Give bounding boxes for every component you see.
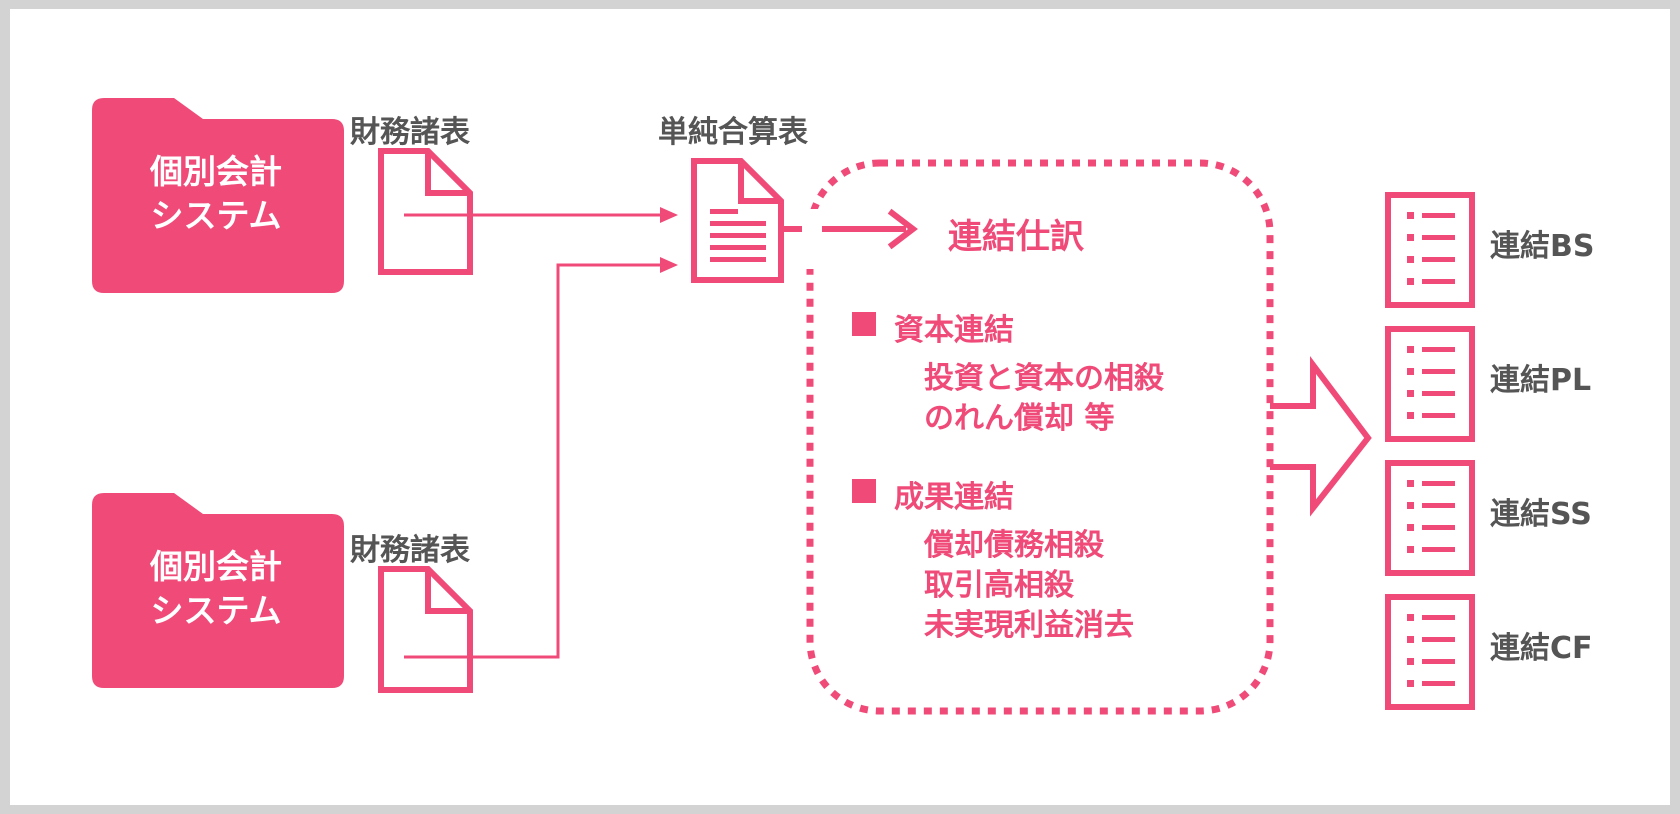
document-lines-icon	[691, 158, 784, 283]
output-label-pl: 連結PL	[1490, 363, 1592, 398]
section-bullet-icon	[852, 312, 876, 336]
system-label: 個別会計 システム	[88, 150, 344, 238]
section-item: 未実現利益消去	[924, 608, 1134, 643]
system-label: 個別会計 システム	[88, 545, 344, 633]
output-label-ss: 連結SS	[1490, 497, 1592, 532]
list-document-icon	[1385, 192, 1475, 308]
list-document-icon	[1385, 326, 1475, 442]
system-label-line1: 個別会計	[150, 152, 282, 191]
folder-icon	[92, 98, 344, 293]
section-item: のれん償却 等	[924, 401, 1115, 436]
document-icon	[378, 566, 473, 693]
section-item: 償却債務相殺	[924, 528, 1104, 563]
folder-icon	[92, 493, 344, 688]
system-label-line1: 個別会計	[150, 547, 282, 586]
section-heading: 成果連結	[894, 480, 1014, 515]
diagram-graphics	[92, 98, 1475, 715]
section-heading: 資本連結	[894, 313, 1014, 348]
connector-arrow	[404, 263, 666, 659]
arrowhead-icon	[660, 207, 678, 223]
output-label-cf: 連結CF	[1490, 631, 1593, 666]
financial-statements-label: 財務諸表	[350, 533, 470, 568]
output-label-bs: 連結BS	[1490, 229, 1595, 264]
big-outline-arrow	[1270, 356, 1372, 517]
arrowhead-icon	[887, 208, 918, 250]
consolidation-box	[806, 159, 1274, 715]
financial-statements-label: 財務諸表	[350, 115, 470, 150]
diagram-canvas: 個別会計 システム 個別会計 システム 財務諸表 財務諸表 単純合算表 連結仕訳…	[10, 9, 1670, 805]
list-document-icon	[1385, 460, 1475, 576]
list-document-icon	[1385, 594, 1475, 710]
system-label-line2: システム	[150, 196, 282, 235]
section-item: 投資と資本の相殺	[924, 361, 1164, 396]
combined-table-label: 単純合算表	[658, 115, 808, 150]
section-item: 取引高相殺	[924, 568, 1074, 603]
section-bullet-icon	[852, 479, 876, 503]
system-label-line2: システム	[150, 591, 282, 630]
document-icon	[378, 148, 473, 275]
arrowhead-icon	[660, 257, 678, 273]
consolidation-entries-title: 連結仕訳	[948, 217, 1084, 257]
